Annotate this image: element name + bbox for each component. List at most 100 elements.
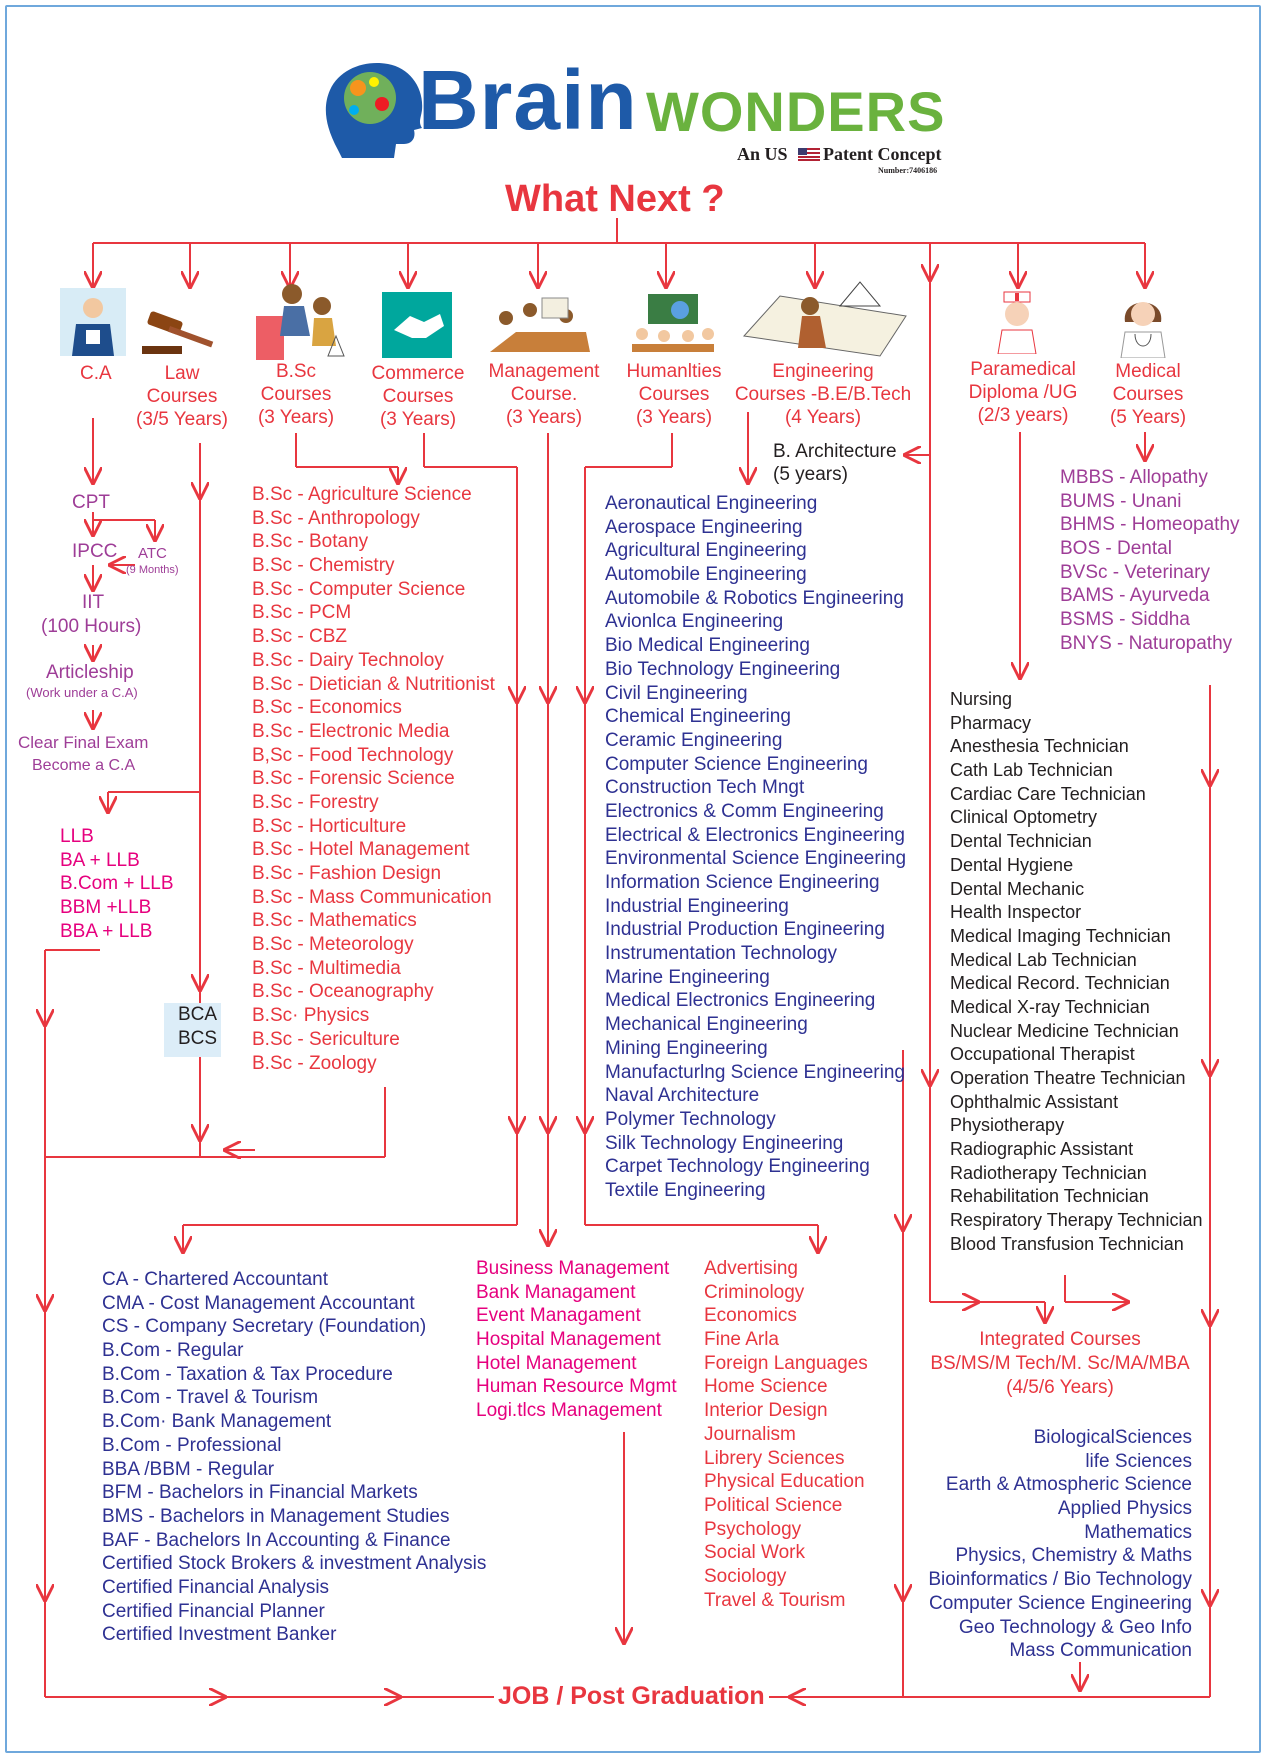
ca-articleship-note: (Work under a C.A) (26, 685, 138, 700)
list-item: B.Sc - Agriculture Science (252, 484, 472, 505)
list-item: Electronics & Comm Engineering (605, 800, 884, 822)
ca-iit-hours: (100 Hours) (41, 616, 142, 637)
list-item: B.Sc - Hotel Management (252, 839, 470, 861)
ca-ipcc: IPCC (72, 541, 118, 562)
list-item: Foreign Languages (704, 1352, 868, 1374)
integrated-header: Integrated Courses BS/MS/M Tech/M. Sc/MA… (930, 1329, 1190, 1398)
list-item: Agricultural Engineering (605, 540, 807, 562)
list-item: BBA /BBM - Regular (102, 1458, 275, 1480)
list-item: Medical Record. Technician (950, 973, 1170, 994)
list-item: Nursing (950, 689, 1013, 709)
list-item: LLB (60, 826, 94, 847)
list-item: Avionlca Engineering (605, 611, 784, 633)
list-item: Environmental Science Engineering (605, 848, 907, 870)
humanities-list: Advertising Criminology Economics Fine A… (704, 1257, 868, 1612)
list-item: Aerospace Engineering (605, 516, 803, 538)
list-item: B.Sc· Physics (252, 1005, 370, 1027)
list-item: Computer Science Engineering (929, 1592, 1192, 1614)
list-item: Clinical Optometry (950, 807, 1098, 828)
engineering-drafting-icon (743, 281, 907, 357)
integrated-list: BiologicalSciences life Sciences Earth &… (900, 1426, 1192, 1663)
list-item: Certified Financial Analysis (102, 1576, 330, 1598)
list-item: Applied Physics (1057, 1498, 1192, 1520)
list-item: B.Sc - Oceanography (252, 981, 434, 1003)
list-item: Information Science Engineering (605, 872, 880, 893)
list-item: Dental Hygiene (950, 854, 1074, 875)
ca-atc-duration: (9 Months) (126, 564, 179, 576)
list-item: B.Sc - Computer Science (252, 578, 466, 600)
list-item: BFM - Bachelors in Financial Markets (102, 1482, 418, 1504)
list-item: Operation Theatre Technician (950, 1068, 1186, 1088)
list-item: BCS (178, 1027, 218, 1049)
list-item: Bioinformatics / Bio Technology (928, 1569, 1192, 1591)
list-item: Economics (704, 1305, 797, 1327)
list-item: Physical Education (704, 1471, 865, 1493)
list-item: Bank Managament (476, 1281, 636, 1303)
list-item: B.Sc - Horticulture (252, 815, 407, 837)
list-item: Hospital Management (476, 1329, 661, 1351)
law-list: LLB BA + LLB B.Com + LLB BBM +LLB BBA + … (60, 825, 174, 943)
list-item: Chemical Engineering (605, 706, 791, 728)
list-item: Textile Engineering (605, 1179, 766, 1201)
list-item: Blood Transfusion Technician (950, 1233, 1184, 1254)
list-item: B.Sc - Anthropology (252, 507, 420, 529)
list-item: Journalism (704, 1423, 796, 1445)
list-item: B.Com· Bank Management (102, 1411, 332, 1433)
list-item: B.Sc - Multimedia (252, 957, 401, 979)
tagline-right: Patent Concept (823, 144, 942, 164)
ca-atc: ATC (138, 545, 167, 562)
list-item: Travel & Tourism (704, 1589, 846, 1611)
list-item: B.Sc - Economics (252, 697, 402, 719)
list-item: Civil Engineering (605, 682, 748, 704)
list-item: Certified Stock Brokers & investment Ana… (102, 1553, 487, 1575)
list-item: Dental Mechanic (950, 878, 1085, 899)
list-item: Cath Lab Technician (950, 760, 1113, 781)
list-item: B.Sc - Dairy Technoloy (252, 649, 444, 671)
brand-name-brain: Brain (418, 53, 638, 147)
list-item: Radiographic Assistant (950, 1139, 1134, 1160)
list-item: B.Sc - Sericulture (252, 1028, 400, 1050)
list-item: B.Sc - Dietician & Nutritionist (252, 673, 495, 695)
list-item: Earth & Atmospheric Science (945, 1474, 1192, 1496)
list-item: Industrial Production Engineering (605, 919, 885, 941)
list-item: Mining Engineering (605, 1037, 768, 1059)
list-item: Nuclear Medicine Technician (950, 1020, 1179, 1041)
list-item: Physiotherapy (950, 1115, 1065, 1136)
list-item: Dental Technician (950, 831, 1092, 852)
list-item: BAMS - Ayurveda (1060, 585, 1210, 607)
list-item: Computer Science Engineering (605, 753, 868, 775)
list-item: BOS - Dental (1060, 538, 1172, 560)
list-item: Criminology (704, 1281, 805, 1303)
list-item: Construction Tech Mngt (605, 777, 805, 799)
list-item: Ceramic Engineering (605, 729, 783, 751)
list-item: MBBS - Allopathy (1060, 467, 1208, 488)
list-item: B.Sc - Chemistry (252, 555, 395, 577)
list-item: Electrical & Electronics Engineering (605, 824, 905, 846)
list-item: Bio Technology Engineering (605, 658, 841, 680)
list-item: Hotel Management (476, 1352, 637, 1374)
list-item: Carpet Technology Engineering (605, 1156, 870, 1178)
list-item: CA - Chartered Accountant (102, 1269, 329, 1290)
list-item: Medical X-ray Technician (950, 996, 1150, 1017)
list-item: Advertising (704, 1258, 798, 1279)
ca-become: Become a C.A (32, 757, 136, 774)
list-item: BBA + LLB (60, 920, 153, 942)
list-item: BAF - Bachelors In Accounting & Finance (102, 1529, 451, 1551)
ca-final-exam: Clear Final Exam (18, 733, 149, 752)
list-item: Mathematics (1084, 1521, 1192, 1543)
list-item: B.Sc - Forensic Science (252, 768, 455, 790)
list-item: Logi.tlcs Management (476, 1400, 662, 1422)
list-item: CMA - Cost Management Accountant (102, 1292, 415, 1314)
list-item: B.Sc - PCM (252, 602, 352, 624)
list-item: B,Sc - Food Technology (252, 744, 454, 766)
list-item: Marine Engineering (605, 966, 770, 988)
ca-iit: IIT (82, 592, 105, 613)
list-item: BVSc - Veterinary (1060, 561, 1210, 583)
list-item: Event Managament (476, 1305, 641, 1327)
list-item: Health Inspector (950, 902, 1082, 923)
list-item: Bio Medical Engineering (605, 635, 810, 657)
